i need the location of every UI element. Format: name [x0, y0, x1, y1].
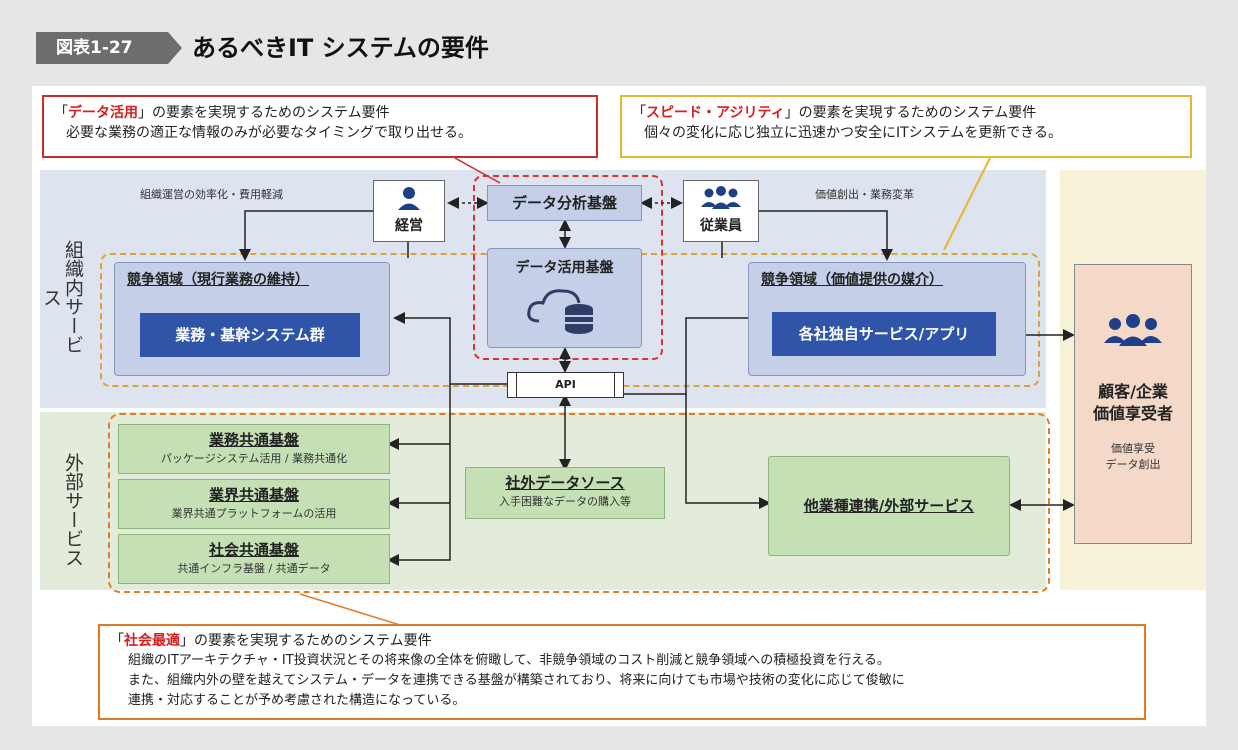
- competitive-current-title: 競争領域（現行業務の維持）: [127, 272, 309, 288]
- social-common-title: 社会共通基盤: [208, 541, 299, 559]
- data-use-requirement: 「データ活用」の要素を実現するためのシステム要件 必要な業務の適正な情報のみが必…: [42, 95, 598, 158]
- social-optimum-requirement: 「社会最適」の要素を実現するためのシステム要件 組織のITアーキテクチャ・IT投…: [98, 624, 1146, 720]
- quote-open: 「: [110, 633, 124, 649]
- employees-box: 従業員: [683, 180, 759, 242]
- external-services-label: 外部サービス: [62, 453, 84, 567]
- other-industry-label: 他業種連携/外部サービス: [803, 497, 975, 515]
- customer-title-line1: 顧客/企業: [1098, 382, 1168, 401]
- social-heading-rest: 」の要素を実現するためのシステム要件: [180, 633, 432, 649]
- other-industry-services: 他業種連携/外部サービス: [768, 456, 1010, 556]
- business-common-title: 業務共通基盤: [208, 431, 299, 449]
- data-use-platform-label: データ活用基盤: [515, 260, 614, 276]
- api-label: API: [555, 378, 576, 391]
- efficiency-label: 組織運営の効率化・費用軽減: [140, 188, 283, 201]
- customer-title-line2: 価値享受者: [1092, 404, 1173, 423]
- customer-sub-line1: 価値享受: [1111, 442, 1155, 455]
- business-common-platform: 業務共通基盤 パッケージシステム活用 / 業務共通化: [118, 424, 390, 474]
- quote-open: 「: [632, 105, 646, 121]
- cloud-database-icon: [526, 289, 593, 334]
- badge-arrow-icon: [168, 32, 182, 64]
- customer-box: 顧客/企業 価値享受者 価値享受 データ創出: [1074, 264, 1192, 544]
- data-analysis-platform: データ分析基盤: [487, 185, 642, 221]
- social-detail-line1: 組織のITアーキテクチャ・IT投資状況とその将来像の全体を俯瞰して、非競争領域の…: [128, 653, 890, 668]
- group-icon: [1104, 314, 1162, 346]
- social-common-platform: 社会共通基盤 共通インフラ基盤 / 共通データ: [118, 534, 390, 584]
- figure-number-badge: 図表1-27: [36, 32, 168, 64]
- industry-common-title: 業界共通基盤: [208, 486, 299, 504]
- inner-services-label: 組織内サービス: [40, 240, 84, 354]
- social-common-subtitle: 共通インフラ基盤 / 共通データ: [177, 562, 331, 575]
- person-icon: [398, 187, 420, 210]
- competitive-value-title: 競争領域（価値提供の媒介）: [761, 272, 943, 288]
- social-detail-line2: また、組織内外の壁を越えてシステム・データを連携できる基盤が構築されており、将来…: [128, 673, 905, 688]
- quote-open: 「: [54, 105, 68, 121]
- speed-heading-rest: 」の要素を実現するためのシステム要件: [784, 105, 1037, 121]
- speed-agility-requirement: 「スピード・アジリティ」の要素を実現するためのシステム要件 個々の変化に応じ独立…: [620, 95, 1192, 158]
- value-creation-label: 価値創出・業務変革: [815, 188, 914, 201]
- customer-sub-line2: データ創出: [1105, 458, 1161, 471]
- industry-common-subtitle: 業界共通プラットフォームの活用: [171, 507, 337, 520]
- company-services-box: 各社独自サービス/アプリ: [772, 312, 996, 356]
- industry-common-platform: 業界共通基盤 業界共通プラットフォームの活用: [118, 479, 390, 529]
- business-common-subtitle: パッケージシステム活用 / 業務共通化: [160, 452, 348, 465]
- data-use-highlight: データ活用: [68, 105, 138, 121]
- management-label: 経営: [395, 218, 423, 234]
- speed-highlight: スピード・アジリティ: [646, 105, 785, 121]
- social-detail-line3: 連携・対応することが予め考慮された構造になっている。: [128, 693, 466, 708]
- data-use-heading-rest: 」の要素を実現するためのシステム要件: [138, 105, 390, 121]
- figure-title: あるべきIT システムの要件: [192, 34, 489, 62]
- external-data-source: 社外データソース 入手困難なデータの購入等: [465, 467, 665, 519]
- api-bar: API: [507, 372, 624, 398]
- external-data-title: 社外データソース: [505, 474, 625, 492]
- employees-label: 従業員: [700, 218, 742, 234]
- data-use-platform: データ活用基盤: [487, 248, 642, 348]
- management-box: 経営: [373, 180, 445, 242]
- external-data-subtitle: 入手困難なデータの購入等: [499, 495, 631, 508]
- social-highlight: 社会最適: [124, 633, 180, 649]
- group-icon: [701, 186, 741, 209]
- core-systems-box: 業務・基幹システム群: [140, 313, 360, 357]
- data-use-detail: 必要な業務の適正な情報のみが必要なタイミングで取り出せる。: [66, 125, 472, 141]
- speed-detail: 個々の変化に応じ独立に迅速かつ安全にITシステムを更新できる。: [644, 125, 1062, 141]
